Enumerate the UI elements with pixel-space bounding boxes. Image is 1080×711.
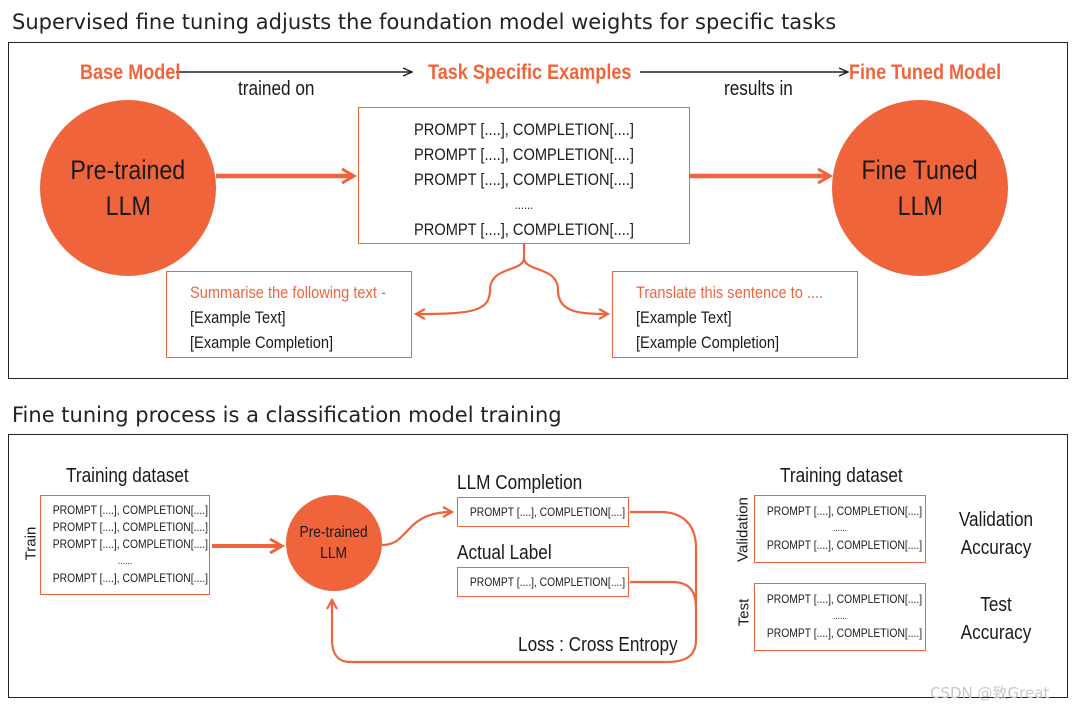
actual-label-label: Actual Label xyxy=(457,542,552,564)
summarise-example-completion: [Example Completion] xyxy=(190,333,334,352)
llm-completion-row: PROMPT [....], COMPLETION[....] xyxy=(469,505,626,519)
test-row: PROMPT [....], COMPLETION[....] xyxy=(766,626,923,640)
bottom-frame xyxy=(8,434,1068,698)
branch-to-translate xyxy=(522,257,608,314)
pretrained-llm-line2: LLM xyxy=(105,191,151,221)
test-dataset-box: PROMPT [....], COMPLETION[....] ...... P… xyxy=(754,583,926,651)
summarise-example-box: Summarise the following text - [Example … xyxy=(166,271,412,358)
loss-loop xyxy=(332,510,698,664)
finetuned-llm-line2: LLM xyxy=(897,191,943,221)
test-accuracy: Test Accuracy xyxy=(934,591,1058,647)
validation-dataset-box: PROMPT [....], COMPLETION[....] ...... P… xyxy=(754,495,926,563)
task-examples-box: PROMPT [....], COMPLETION[....] PROMPT [… xyxy=(358,107,690,244)
actual-label-row: PROMPT [....], COMPLETION[....] xyxy=(469,575,626,589)
fine-tuned-model-label: Fine Tuned Model xyxy=(849,61,1002,84)
summarise-title: Summarise the following text - xyxy=(190,283,386,302)
test-row: PROMPT [....], COMPLETION[....] xyxy=(766,592,923,606)
pretrained-llm-circle: Pre-trained LLM xyxy=(40,100,216,276)
translate-example-box: Translate this sentence to .... [Example… xyxy=(612,271,858,358)
test-ellipsis: ...... xyxy=(832,611,848,622)
validation-ellipsis: ...... xyxy=(832,523,848,534)
validation-row: PROMPT [....], COMPLETION[....] xyxy=(766,538,923,552)
translate-title: Translate this sentence to .... xyxy=(636,283,824,302)
branch-to-summarise xyxy=(416,244,526,314)
validation-accuracy: Validation Accuracy xyxy=(934,506,1058,562)
translate-example-completion: [Example Completion] xyxy=(636,333,780,352)
example-row: PROMPT [....], COMPLETION[....] xyxy=(414,120,634,139)
test-accuracy-line2: Accuracy xyxy=(960,622,1032,644)
example-ellipsis: ...... xyxy=(514,197,534,212)
test-accuracy-line1: Test xyxy=(980,594,1012,616)
train-ellipsis: ...... xyxy=(117,556,133,567)
validation-accuracy-line2: Accuracy xyxy=(960,537,1032,559)
pretrained-llm-line1: Pre-trained xyxy=(70,155,186,185)
finetuned-llm-line1: Fine Tuned xyxy=(861,155,979,185)
finetuned-llm-circle: Fine Tuned LLM xyxy=(832,100,1008,276)
validation-label: Validation xyxy=(734,497,752,562)
train-label: Train xyxy=(22,526,40,561)
train-row: PROMPT [....], COMPLETION[....] xyxy=(52,537,208,551)
llm-completion-label: LLM Completion xyxy=(457,472,583,494)
test-label: Test xyxy=(735,598,753,627)
llm-completion-box: PROMPT [....], COMPLETION[....] xyxy=(457,497,629,527)
arrow-llm-to-completion xyxy=(381,512,452,547)
top-heading: Supervised fine tuning adjusts the found… xyxy=(12,10,837,34)
summarise-example-text: [Example Text] xyxy=(190,308,286,327)
top-frame xyxy=(8,42,1068,379)
task-examples-label: Task Specific Examples xyxy=(428,61,632,84)
watermark: CSDN @致Great xyxy=(930,684,1050,702)
loss-label: Loss : Cross Entropy xyxy=(518,634,678,656)
train-row: PROMPT [....], COMPLETION[....] xyxy=(52,520,208,534)
training-dataset-left-label: Training dataset xyxy=(66,465,189,487)
actual-label-box: PROMPT [....], COMPLETION[....] xyxy=(457,567,629,597)
example-row: PROMPT [....], COMPLETION[....] xyxy=(414,145,634,164)
loss-loop-join xyxy=(630,580,698,609)
train-row: PROMPT [....], COMPLETION[....] xyxy=(52,503,208,517)
validation-accuracy-line1: Validation xyxy=(958,509,1034,531)
base-model-label: Base Model xyxy=(80,61,181,84)
translate-example-text: [Example Text] xyxy=(636,308,732,327)
training-dataset-right-label: Training dataset xyxy=(780,465,903,487)
train-dataset-box: PROMPT [....], COMPLETION[....] PROMPT [… xyxy=(40,495,210,595)
bottom-pretrained-line2: LLM xyxy=(320,545,348,562)
bottom-pretrained-llm-circle: Pre-trained LLM xyxy=(286,495,382,591)
trained-on-label: trained on xyxy=(238,78,315,100)
example-row: PROMPT [....], COMPLETION[....] xyxy=(414,220,634,239)
bottom-pretrained-line1: Pre-trained xyxy=(299,524,369,541)
validation-row: PROMPT [....], COMPLETION[....] xyxy=(766,504,923,518)
example-row: PROMPT [....], COMPLETION[....] xyxy=(414,170,634,189)
bottom-heading: Fine tuning process is a classification … xyxy=(12,403,562,427)
results-in-label: results in xyxy=(724,78,793,100)
train-row: PROMPT [....], COMPLETION[....] xyxy=(52,571,208,585)
